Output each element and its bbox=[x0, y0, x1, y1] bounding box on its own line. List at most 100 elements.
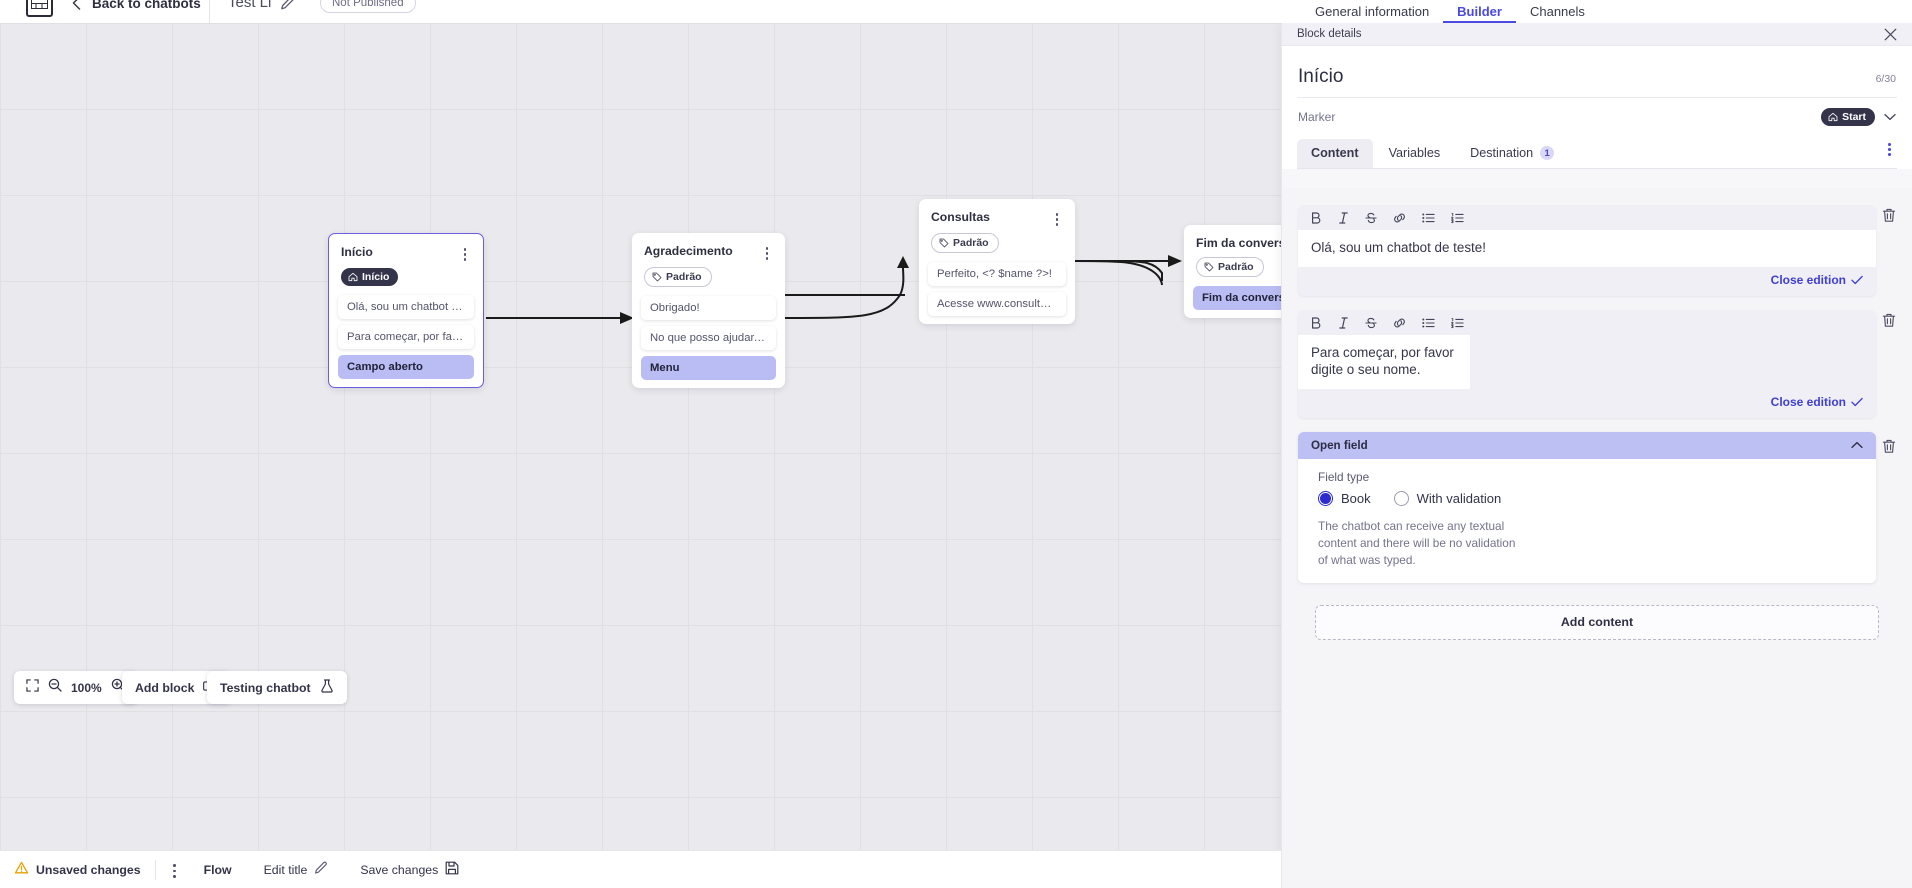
edit-title-label: Edit title bbox=[263, 862, 308, 877]
numbered-list-icon[interactable] bbox=[1451, 317, 1464, 329]
strikethrough-icon[interactable] bbox=[1365, 212, 1377, 224]
tab-variables[interactable]: Variables bbox=[1375, 139, 1455, 168]
node-menu-button[interactable] bbox=[458, 245, 472, 261]
edit-title-button[interactable]: Edit title bbox=[264, 861, 329, 878]
node-row[interactable]: Obrigado! bbox=[641, 295, 776, 320]
flow-node-consultas[interactable]: Consultas Padrão Perfeito, <? $name ?>! … bbox=[919, 199, 1075, 324]
tab-builder[interactable]: Builder bbox=[1443, 0, 1516, 23]
back-to-chatbots-link[interactable]: Back to chatbots bbox=[92, 0, 201, 11]
rich-text-editor[interactable]: Para começar, por favor digite o seu nom… bbox=[1298, 310, 1876, 419]
block-details-panel: Block details Início 6/30 Marker Start bbox=[1281, 23, 1912, 888]
add-content-button[interactable]: Add content bbox=[1315, 604, 1879, 640]
field-type-label: Field type bbox=[1318, 470, 1370, 485]
node-row[interactable]: Perfeito, <? $name ?>! bbox=[928, 261, 1066, 286]
marker-chip-label: Start bbox=[1842, 111, 1866, 123]
node-row[interactable]: Acesse www.consultas.com par... bbox=[928, 291, 1066, 316]
chevron-left-icon[interactable] bbox=[72, 0, 86, 10]
panel-tabs-more-button[interactable] bbox=[1882, 140, 1897, 168]
panel-header: Block details bbox=[1282, 23, 1912, 46]
add-block-label: Add block bbox=[135, 680, 195, 695]
close-edition-button[interactable]: Close edition bbox=[1771, 395, 1863, 409]
radio-with-validation-input[interactable] bbox=[1393, 491, 1409, 507]
testing-chatbot-label: Testing chatbot bbox=[220, 680, 311, 695]
node-row[interactable]: Campo aberto bbox=[338, 354, 474, 379]
content-editor-block: Para começar, por favor digite o seu nom… bbox=[1298, 310, 1896, 419]
save-icon bbox=[445, 861, 459, 878]
link-icon[interactable] bbox=[1393, 212, 1406, 224]
tab-general-information[interactable]: General information bbox=[1315, 4, 1430, 19]
open-field-description: The chatbot can receive any textual cont… bbox=[1318, 519, 1516, 567]
status-more-menu-button[interactable] bbox=[168, 861, 182, 878]
chevron-up-icon[interactable] bbox=[1851, 439, 1863, 452]
open-field-block: Open field Field type Book bbox=[1298, 432, 1896, 583]
pencil-icon bbox=[314, 861, 328, 878]
close-edition-button[interactable]: Close edition bbox=[1771, 273, 1863, 287]
open-field-header[interactable]: Open field bbox=[1298, 432, 1876, 460]
bold-icon[interactable] bbox=[1311, 317, 1322, 329]
link-icon[interactable] bbox=[1393, 317, 1406, 329]
check-icon bbox=[1851, 398, 1863, 407]
chevron-down-icon[interactable] bbox=[1884, 108, 1896, 126]
app-logo-icon[interactable] bbox=[26, 0, 53, 17]
node-marker-chip: Padrão bbox=[644, 266, 712, 287]
editor-toolbar bbox=[1298, 310, 1876, 336]
node-row[interactable]: No que posso ajudar, <? $name ... bbox=[641, 325, 776, 350]
node-row[interactable]: Fim da conversa bbox=[1193, 286, 1281, 310]
trash-icon[interactable] bbox=[1882, 310, 1896, 328]
marker-chip[interactable]: Start bbox=[1821, 108, 1875, 126]
rich-text-editor[interactable]: Olá, sou um chatbot de teste! Close edit… bbox=[1298, 205, 1876, 297]
block-title-row: Início 6/30 bbox=[1297, 46, 1897, 97]
tab-destination[interactable]: Destination 1 bbox=[1456, 139, 1568, 168]
marker-control[interactable]: Start bbox=[1821, 108, 1896, 126]
save-changes-button[interactable]: Save changes bbox=[360, 861, 459, 878]
close-icon[interactable] bbox=[1884, 28, 1897, 41]
save-changes-label: Save changes bbox=[360, 862, 439, 877]
flow-canvas[interactable]: Início Início Olá, sou um chatbot de tes… bbox=[0, 23, 1281, 888]
trash-icon[interactable] bbox=[1882, 205, 1896, 223]
editor-footer: Close edition bbox=[1298, 267, 1876, 297]
bullet-list-icon[interactable] bbox=[1422, 212, 1435, 224]
node-menu-button[interactable] bbox=[760, 244, 774, 260]
node-header: Início bbox=[338, 243, 474, 261]
zoom-out-icon[interactable] bbox=[48, 678, 62, 697]
fit-screen-icon[interactable] bbox=[26, 678, 39, 697]
pencil-icon[interactable] bbox=[280, 0, 296, 11]
unsaved-changes-status: Unsaved changes bbox=[14, 861, 141, 878]
italic-icon[interactable] bbox=[1338, 212, 1349, 224]
bullet-list-icon[interactable] bbox=[1422, 317, 1435, 329]
node-menu-button[interactable] bbox=[1050, 210, 1064, 226]
node-header: Consultas bbox=[928, 208, 1066, 226]
node-marker-chip: Início bbox=[341, 267, 399, 286]
tab-channels[interactable]: Channels bbox=[1529, 4, 1585, 19]
strikethrough-icon[interactable] bbox=[1365, 317, 1377, 329]
block-title: Início bbox=[1298, 66, 1344, 87]
radio-option-book[interactable]: Book bbox=[1318, 491, 1383, 507]
flow-node-fim-da-conversa[interactable]: Fim da conversa Padrão Fim da conversa bbox=[1184, 225, 1281, 318]
tab-destination-label: Destination bbox=[1470, 146, 1534, 160]
radio-book-label: Book bbox=[1341, 491, 1371, 507]
node-row[interactable]: Olá, sou um chatbot de teste! bbox=[338, 294, 474, 319]
open-field-card: Open field Field type Book bbox=[1298, 432, 1876, 583]
trash-icon[interactable] bbox=[1882, 432, 1896, 454]
editor-text[interactable]: Para começar, por favor digite o seu nom… bbox=[1298, 335, 1470, 390]
radio-book-input[interactable] bbox=[1318, 491, 1333, 507]
close-edition-label: Close edition bbox=[1770, 395, 1846, 410]
italic-icon[interactable] bbox=[1338, 317, 1349, 329]
chatbot-title: Test Li bbox=[228, 0, 272, 11]
toolbar-divider bbox=[209, 0, 210, 23]
status-divider bbox=[154, 859, 156, 880]
field-type-radio-group: Book With validation bbox=[1318, 491, 1863, 507]
radio-option-with-validation[interactable]: With validation bbox=[1393, 491, 1514, 507]
numbered-list-icon[interactable] bbox=[1451, 212, 1464, 224]
testing-chatbot-button[interactable]: Testing chatbot bbox=[207, 671, 347, 704]
node-row[interactable]: Menu bbox=[641, 355, 776, 380]
bold-icon[interactable] bbox=[1311, 212, 1322, 224]
divider bbox=[1297, 97, 1897, 98]
tab-content[interactable]: Content bbox=[1297, 139, 1373, 168]
flow-node-agradecimento[interactable]: Agradecimento Padrão Obrigado! No que po… bbox=[632, 233, 785, 388]
editor-text[interactable]: Olá, sou um chatbot de teste! bbox=[1298, 230, 1876, 268]
char-counter: 6/30 bbox=[1875, 73, 1896, 85]
node-row[interactable]: Para começar, por favor digite o ... bbox=[338, 324, 474, 349]
flow-label[interactable]: Flow bbox=[203, 862, 232, 877]
flow-node-inicio[interactable]: Início Início Olá, sou um chatbot de tes… bbox=[328, 233, 484, 388]
